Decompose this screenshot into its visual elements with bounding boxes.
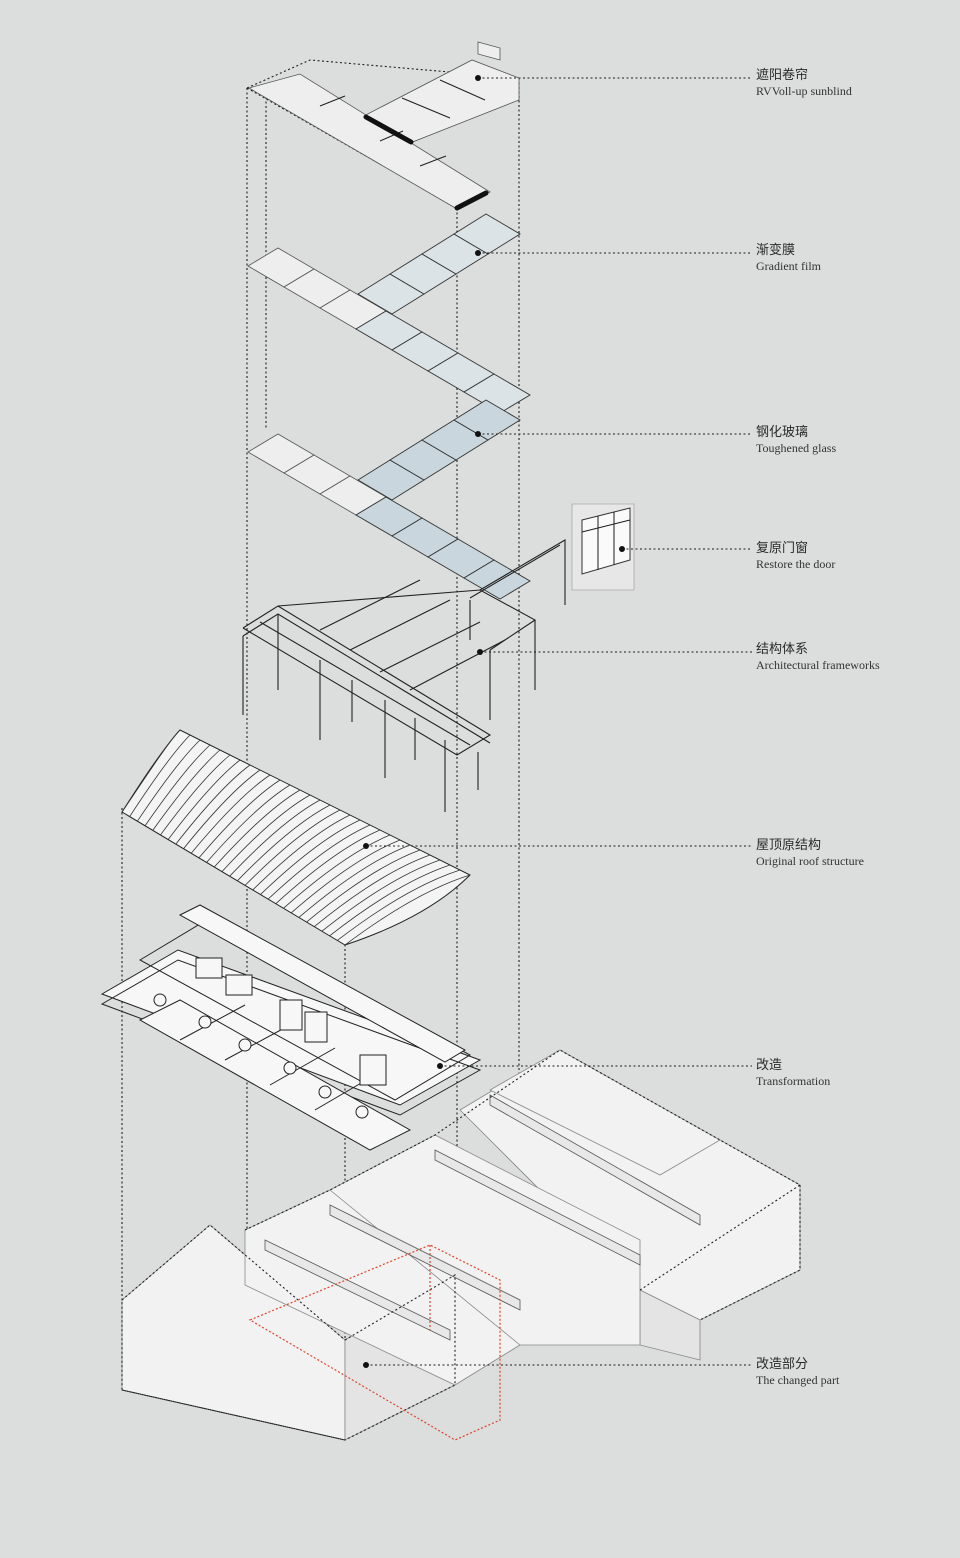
roof-tile-ridge bbox=[121, 729, 181, 813]
label-sunblind: 遮阳卷帘 RVVoll-up sunblind bbox=[756, 68, 852, 99]
roof-tile-ridge bbox=[152, 749, 221, 831]
roof-tile-ridge bbox=[129, 734, 191, 817]
roof-tile-ridge bbox=[183, 769, 261, 849]
label-en: Transformation bbox=[756, 1074, 831, 1088]
label-restore-door: 复原门窗 Restore the door bbox=[756, 541, 835, 572]
leader-marker bbox=[619, 546, 625, 552]
panel-tile bbox=[453, 213, 521, 255]
label-gradient-film: 渐变膜 Gradient film bbox=[756, 243, 821, 274]
transformation-layer bbox=[100, 904, 482, 1151]
roof-tile-ridge bbox=[298, 844, 411, 918]
leader-marker bbox=[475, 431, 481, 437]
framework-layer bbox=[242, 539, 566, 812]
roof-tile-ridge bbox=[329, 864, 451, 937]
label-transformation: 改造 Transformation bbox=[756, 1058, 830, 1089]
gradient-film-layer bbox=[247, 213, 531, 414]
leader-marker bbox=[475, 75, 481, 81]
restore-door-layer bbox=[571, 503, 635, 591]
leader-marker bbox=[363, 843, 369, 849]
roof-tile-ridge bbox=[160, 754, 231, 836]
label-roof: 屋顶原结构 Original roof structure bbox=[756, 838, 864, 869]
toughened-glass-layer bbox=[247, 399, 531, 600]
roof-tile-ridge bbox=[206, 784, 291, 863]
roof-tile-ridge bbox=[213, 789, 301, 868]
leader-marker bbox=[475, 250, 481, 256]
label-zh: 屋顶原结构 bbox=[756, 838, 822, 853]
roof-tile-ridge bbox=[198, 779, 281, 859]
roof-tile-ridge bbox=[290, 839, 401, 914]
label-en: Restore the door bbox=[756, 557, 836, 571]
courtyard-building bbox=[121, 1049, 801, 1441]
roof-tile-ridge bbox=[221, 794, 311, 872]
label-zh: 遮阳卷帘 bbox=[756, 68, 809, 83]
roof-tile-ridge bbox=[252, 814, 351, 891]
roof-tile-ridge bbox=[313, 854, 431, 927]
label-zh: 改造 bbox=[756, 1058, 783, 1073]
label-zh: 渐变膜 bbox=[756, 243, 796, 258]
roof-tile-ridge bbox=[337, 869, 461, 941]
roof-tile-ridge bbox=[306, 849, 421, 923]
label-frameworks: 结构体系 Architectural frameworks bbox=[756, 642, 880, 673]
leader-marker bbox=[437, 1063, 443, 1069]
label-en: Gradient film bbox=[756, 259, 821, 273]
roof-tile-ridge bbox=[344, 874, 471, 946]
label-changed-part: 改造部分 The changed part bbox=[756, 1357, 839, 1388]
roof-layer bbox=[121, 729, 471, 946]
label-en: Toughened glass bbox=[756, 441, 837, 455]
roof-tile-ridge bbox=[260, 819, 361, 895]
roof-tile-ridge bbox=[321, 859, 441, 932]
label-toughened-glass: 钢化玻璃 Toughened glass bbox=[756, 425, 836, 456]
leader-marker bbox=[363, 1362, 369, 1368]
roof-tile-ridge bbox=[244, 809, 341, 886]
sunblind-layer bbox=[247, 41, 520, 211]
roof-tile-ridge bbox=[229, 799, 321, 877]
roof-tile-ridge bbox=[283, 834, 391, 909]
leader-marker bbox=[477, 649, 483, 655]
label-zh: 结构体系 bbox=[756, 642, 809, 657]
roof-tile-ridge bbox=[167, 759, 241, 840]
roof-tile-ridge bbox=[190, 774, 271, 854]
label-en: The changed part bbox=[756, 1373, 840, 1387]
label-en: RVVoll-up sunblind bbox=[756, 84, 852, 98]
roof-tile-ridge bbox=[237, 804, 331, 882]
roof-outline bbox=[121, 729, 471, 946]
roof-tile-ridge bbox=[144, 744, 211, 826]
roof-tile-ridge bbox=[175, 764, 251, 845]
roof-tile-ridge bbox=[137, 739, 201, 822]
roof-tile-ridge bbox=[275, 829, 381, 905]
label-zh: 钢化玻璃 bbox=[756, 425, 809, 440]
label-zh: 复原门窗 bbox=[756, 541, 809, 556]
roof-tile-ridge bbox=[267, 824, 371, 900]
label-en: Original roof structure bbox=[756, 854, 864, 868]
label-en: Architectural frameworks bbox=[756, 658, 880, 672]
leader-lines bbox=[363, 75, 752, 1368]
label-zh: 改造部分 bbox=[756, 1357, 809, 1372]
